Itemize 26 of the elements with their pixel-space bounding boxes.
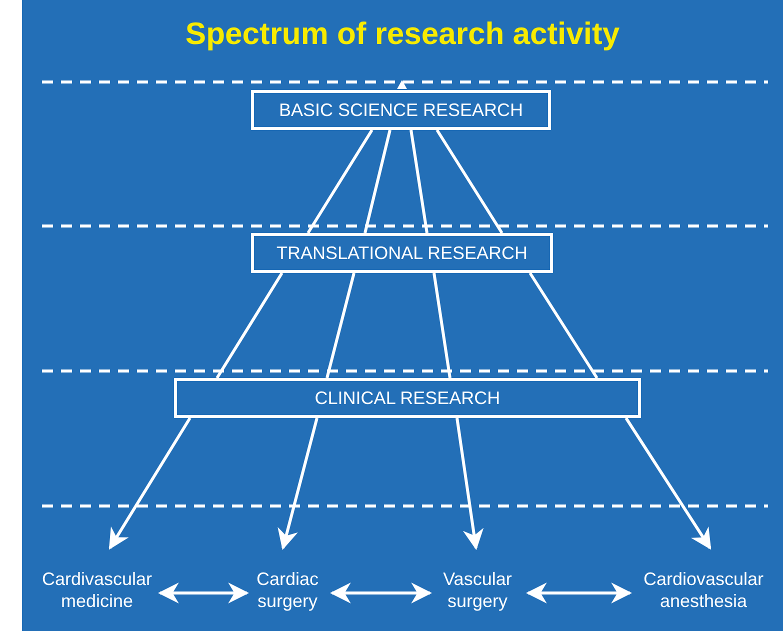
arrow <box>456 418 484 550</box>
arrow <box>526 582 632 604</box>
arrow <box>278 418 318 550</box>
box-label: BASIC SCIENCE RESEARCH <box>278 100 524 120</box>
research-box <box>174 378 641 418</box>
connector-line <box>326 272 356 378</box>
connector-line <box>432 272 452 378</box>
field-label: Vascular surgery <box>442 569 513 613</box>
arrow <box>158 582 250 604</box>
connector-line <box>528 272 598 379</box>
connector-line <box>306 129 374 234</box>
research-box <box>251 90 551 130</box>
connector-line <box>216 272 284 379</box>
arrow <box>108 417 192 550</box>
arrow <box>330 582 432 604</box>
box-label: TRANSLATIONAL RESEARCH <box>276 242 528 264</box>
connector-line <box>364 130 392 234</box>
field-label: Cardiac surgery <box>255 569 320 613</box>
title: Spectrum of research activity <box>184 16 621 52</box>
field-label: Cardivascular medicine <box>40 569 154 613</box>
box-label: CLINICAL RESEARCH <box>314 388 500 408</box>
field-label: Cardiovascular anesthesia <box>642 569 765 613</box>
research-box <box>251 233 553 273</box>
connector-line <box>410 130 428 234</box>
connector-line <box>436 129 504 234</box>
arrow <box>624 417 712 550</box>
